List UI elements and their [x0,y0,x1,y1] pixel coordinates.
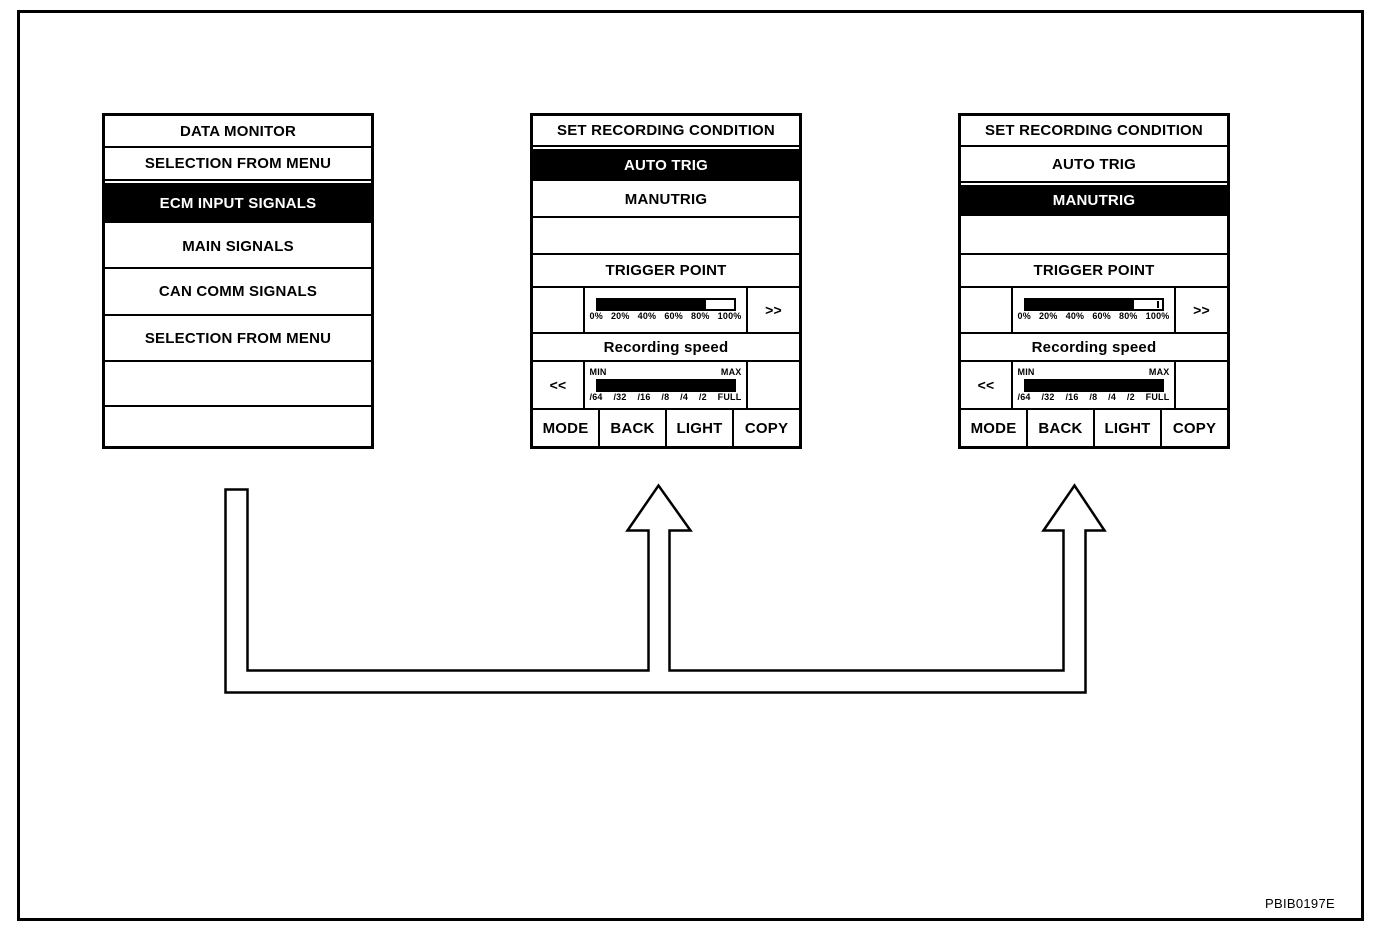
trigger-point-bar-cursor [1156,301,1159,309]
recording-speed-gauge: MIN MAX /64/32/16/8/4/2 FULL [1013,362,1174,408]
trigger-point-bar [595,298,736,312]
mode-button[interactable]: MODE [961,410,1028,446]
min-label: MIN [1017,366,1035,377]
trigger-point-left-cell [961,288,1013,332]
figure-code: PBIB0197E [1265,896,1335,911]
mode-button[interactable]: MODE [533,410,600,446]
trigger-point-row: 0% 20% 40% 60% 80% 100% >> [961,288,1227,334]
tick-label: 20% [1038,311,1058,322]
recording-speed-right-cell [1174,362,1227,408]
trigger-point-label: TRIGGER POINT [961,255,1227,288]
trigger-point-gauge: 0% 20% 40% 60% 80% 100% [1013,288,1174,332]
recording-speed-label: Recording speed [533,334,799,362]
recording-speed-ticks: /64/32/16/8/4/2 FULL [1017,391,1170,403]
min-label: MIN [589,366,607,377]
recording-speed-bar [1023,378,1164,392]
light-button[interactable]: LIGHT [1095,410,1162,446]
recording-speed-bar-fill [1025,380,1162,390]
recording-speed-bar-fill [597,380,734,390]
tick-label: 0% [1017,311,1031,322]
tick-label: FULL [717,391,742,402]
menu-row-ecm-input-signals[interactable]: ECM INPUT SIGNALS [105,181,371,225]
tick-label: /8 [661,391,670,402]
recording-speed-minmax: MIN MAX [589,366,742,378]
tick-label: /16 [1065,391,1079,402]
trigger-point-ticks: 0% 20% 40% 60% 80% 100% [589,311,742,322]
menu-row-selection-from-menu[interactable]: SELECTION FROM MENU [105,148,371,181]
forward-button[interactable]: >> [746,288,799,332]
recording-speed-row: << MIN MAX /64/32/16/8/4/2 FULL [533,362,799,410]
trigger-point-bar [1023,298,1164,312]
recording-speed-gauge: MIN MAX /64/32/16/8/4/2 FULL [585,362,746,408]
tick-label: 0% [589,311,603,322]
recording-speed-label: Recording speed [961,334,1227,362]
recording-speed-right-cell [746,362,799,408]
tick-label: 60% [664,311,683,322]
tick-label: /64 [589,391,603,402]
tick-label: 40% [637,311,657,322]
function-key-row: MODE BACK LIGHT COPY [533,410,799,446]
back-arrows-button[interactable]: << [961,362,1013,408]
tick-label: /64 [1017,391,1031,402]
tick-label: 60% [1092,311,1111,322]
copy-button[interactable]: COPY [744,419,789,437]
back-button[interactable]: BACK [1028,410,1095,446]
forward-button[interactable]: >> [1174,288,1227,332]
manu-trig-option[interactable]: MANUTRIG [533,183,799,218]
tick-label: 80% [690,311,710,322]
max-label: MAX [720,366,742,377]
menu-row-empty [105,407,371,446]
trigger-point-gauge: 0% 20% 40% 60% 80% 100% [585,288,746,332]
manu-trig-option[interactable]: MANUTRIG [961,183,1227,218]
auto-trig-option[interactable]: AUTO TRIG [961,147,1227,183]
recording-speed-bar [595,378,736,392]
auto-trig-option[interactable]: AUTO TRIG [533,147,799,183]
figure-border [17,10,1364,921]
menu-row-can-comm-signals[interactable]: CAN COMM SIGNALS [105,269,371,316]
tick-label: /16 [637,391,651,402]
tick-label: /8 [1089,391,1098,402]
trigger-point-label: TRIGGER POINT [533,255,799,288]
set-recording-condition-screen-auto-trig: SET RECORDING CONDITION AUTO TRIG MANUTR… [530,113,802,449]
menu-row-title: DATA MONITOR [105,116,371,148]
menu-row-main-signals[interactable]: MAIN SIGNALS [105,225,371,269]
tick-label: /4 [1108,391,1117,402]
trigger-point-left-cell [533,288,585,332]
menu-row-empty [105,362,371,407]
tick-label: 80% [1118,311,1138,322]
recording-speed-row: << MIN MAX /64/32/16/8/4/2 FULL [961,362,1227,410]
copy-button[interactable]: COPY [1172,419,1217,437]
tick-label: 40% [1065,311,1085,322]
back-arrows-button[interactable]: << [533,362,585,408]
empty-row [533,218,799,255]
tick-label: 20% [610,311,630,322]
trigger-point-bar-fill [597,300,707,310]
tick-label: 100% [717,311,742,322]
screen-title: SET RECORDING CONDITION [961,116,1227,147]
tick-label: /2 [1126,391,1135,402]
tick-label: /2 [698,391,707,402]
recording-speed-minmax: MIN MAX [1017,366,1170,378]
function-key-row: MODE BACK LIGHT COPY [961,410,1227,446]
tick-label: /4 [680,391,689,402]
trigger-point-bar-fill [1025,300,1135,310]
screen-title: SET RECORDING CONDITION [533,116,799,147]
recording-speed-ticks: /64/32/16/8/4/2 FULL [589,391,742,403]
data-monitor-screen: DATA MONITOR SELECTION FROM MENU ECM INP… [102,113,374,449]
tick-label: 100% [1145,311,1170,322]
empty-row [961,218,1227,255]
menu-row-selection-from-menu-2[interactable]: SELECTION FROM MENU [105,316,371,362]
tick-label: /32 [1041,391,1055,402]
light-button[interactable]: LIGHT [667,410,734,446]
trigger-point-row: 0% 20% 40% 60% 80% 100% >> [533,288,799,334]
trigger-point-ticks: 0% 20% 40% 60% 80% 100% [1017,311,1170,322]
tick-label: FULL [1145,391,1170,402]
back-button[interactable]: BACK [600,410,667,446]
set-recording-condition-screen-manu-trig: SET RECORDING CONDITION AUTO TRIG MANUTR… [958,113,1230,449]
tick-label: /32 [613,391,627,402]
max-label: MAX [1148,366,1170,377]
